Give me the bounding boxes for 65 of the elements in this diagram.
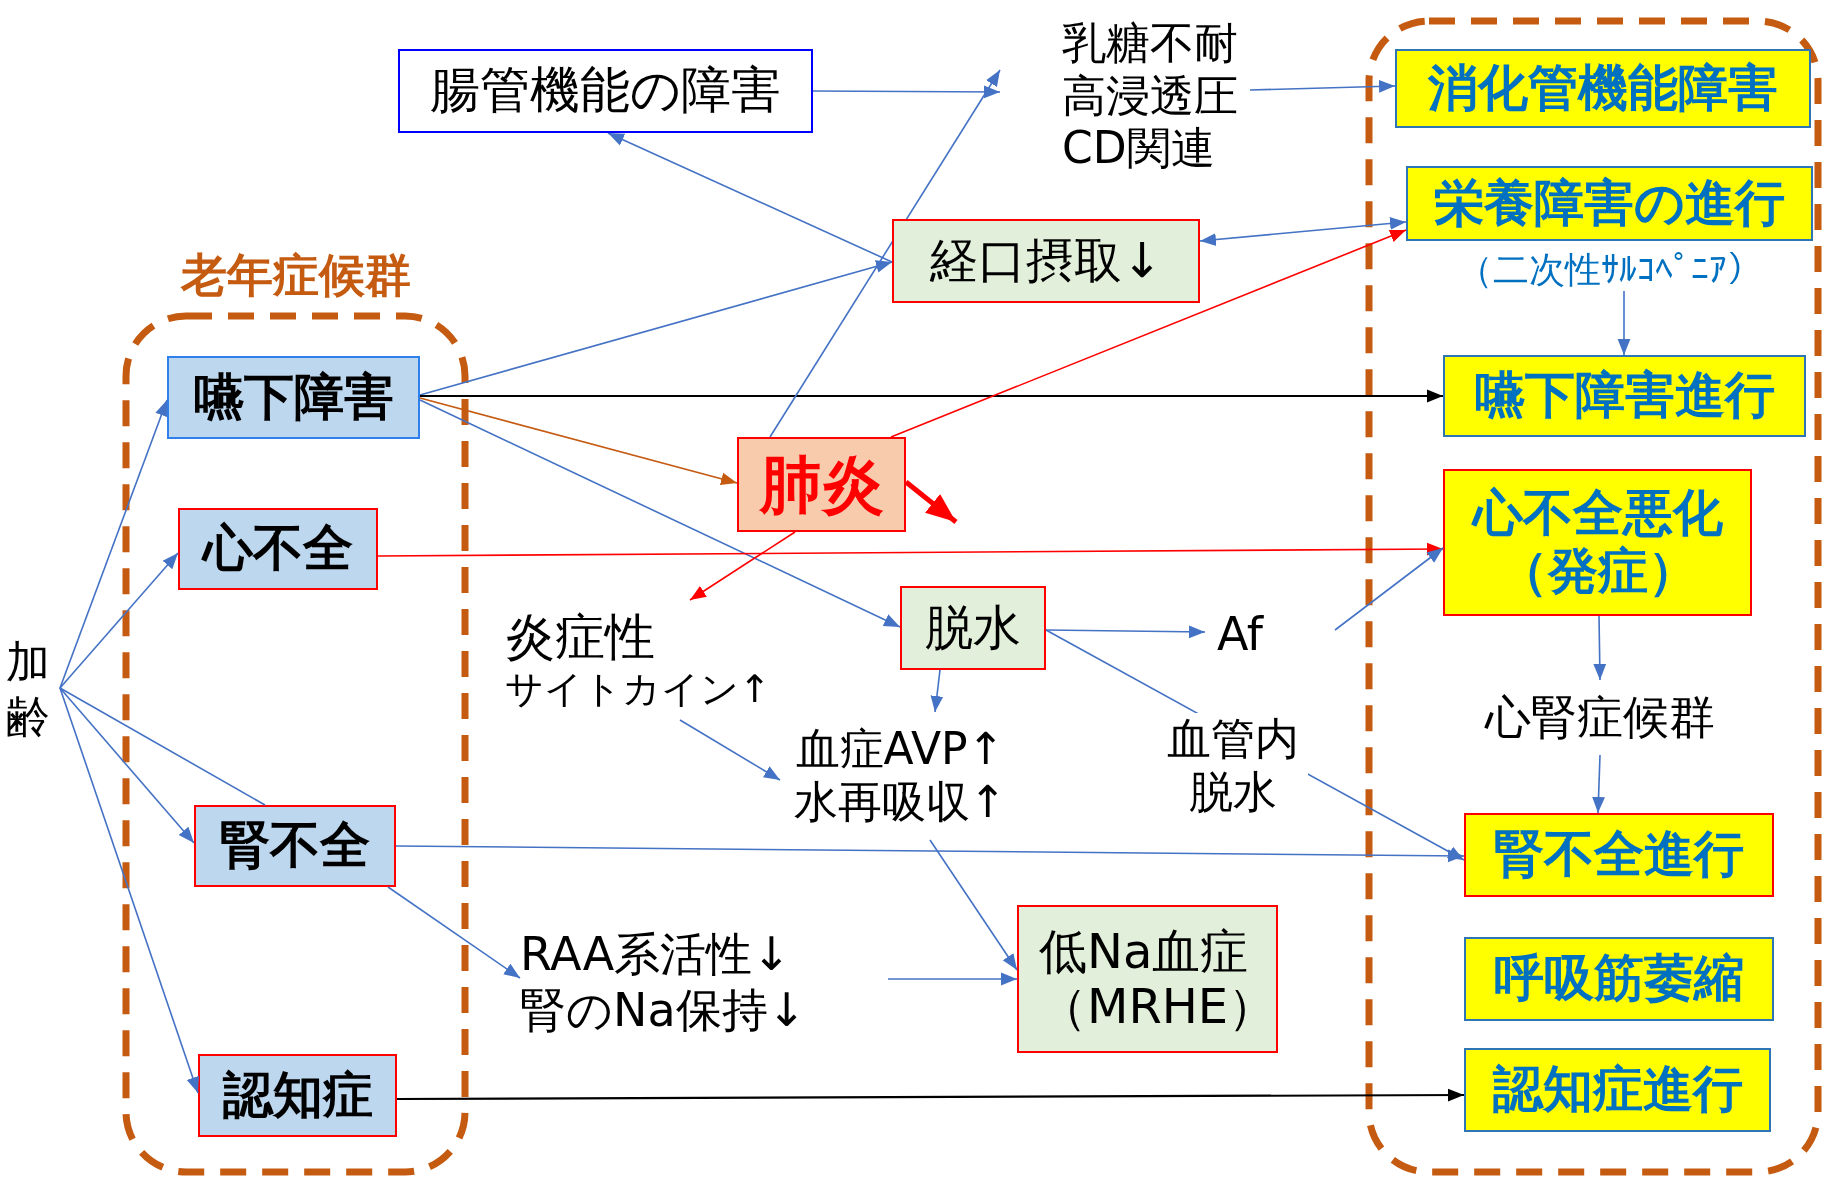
arrow [59, 399, 168, 689]
note-text: 加齢 [6, 635, 50, 744]
note-text: 乳糖不耐 [1062, 16, 1238, 70]
arrow [59, 687, 195, 844]
condition-box: 脱水 [900, 586, 1046, 670]
arrow [419, 260, 893, 396]
syndrome-box: 認知症 [198, 1054, 397, 1137]
outcome-box: 嚥下障害進行 [1443, 355, 1806, 437]
arrow [1592, 754, 1605, 814]
note-text: RAA系活性↓ [520, 927, 791, 983]
note-text: 水再吸収↑ [793, 776, 1007, 829]
box-caption: （二次性ｻﾙｺﾍﾟﾆｱ） [1455, 248, 1764, 292]
condition-box: 経口摂取↓ [892, 219, 1200, 303]
arrow [59, 552, 179, 689]
pneumonia-box: 肺炎 [737, 437, 906, 532]
note-text: 心腎症候群 [1485, 689, 1715, 746]
box-label: （発症） [1497, 542, 1698, 600]
group-heading: 老年症候群 [179, 247, 412, 304]
outcome-box [1443, 469, 1752, 616]
double-arrow [1199, 217, 1407, 246]
cause-box: 腸管機能の障害 [398, 49, 813, 133]
box-label: 心不全悪化 [1472, 485, 1723, 543]
arrow [420, 389, 1443, 403]
arrow [887, 972, 1018, 986]
outcome-box: 呼吸筋萎縮 [1464, 937, 1774, 1021]
outcome-box: 認知症進行 [1464, 1048, 1771, 1132]
arrow [387, 886, 521, 979]
arrow [689, 531, 796, 601]
arrow [904, 480, 958, 524]
arrow [930, 669, 944, 713]
outcome-box: 栄養障害の進行 [1406, 166, 1813, 241]
arrow [890, 229, 1407, 438]
arrow [1593, 615, 1607, 681]
note-text: 血症AVP↑ [795, 723, 1005, 776]
arrow [929, 839, 1018, 971]
arrow [419, 399, 901, 628]
box-label: （MRHE） [1039, 979, 1277, 1035]
outcome-box: 消化管機能障害 [1395, 49, 1811, 128]
arrow [397, 1088, 1464, 1102]
box-label: 低Na血症 [1039, 923, 1249, 979]
syndrome-box: 心不全 [178, 508, 378, 590]
outcome-box: 腎不全進行 [1464, 813, 1774, 897]
note-text: サイトカイン↑ [505, 667, 771, 713]
connector-line [59, 687, 266, 806]
note-text: 高浸透圧 [1062, 69, 1238, 123]
note-text: Af [1217, 607, 1264, 663]
syndrome-box: 嚥下障害 [167, 356, 420, 439]
syndrome-box: 腎不全 [194, 805, 396, 887]
arrow [679, 719, 781, 781]
arrow [419, 397, 738, 486]
condition-box [1017, 905, 1278, 1053]
arrow [1249, 80, 1396, 93]
arrow [59, 687, 199, 1094]
arrow [377, 542, 1444, 557]
arrow [812, 85, 1001, 99]
note-text: 腎のNa保持↓ [520, 982, 807, 1038]
arrow [395, 845, 1465, 863]
note-text: CD関連 [1062, 122, 1215, 176]
arrow [607, 132, 893, 263]
arrow [1045, 629, 1465, 861]
arrow [1045, 625, 1206, 639]
arrow [1617, 290, 1631, 356]
note-text: 炎症性 [505, 607, 655, 668]
arrow [769, 69, 1001, 438]
arrow [1334, 547, 1444, 631]
